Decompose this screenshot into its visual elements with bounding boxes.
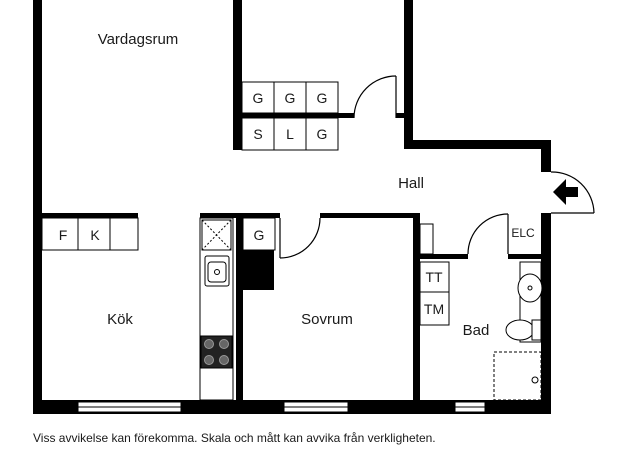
door-sovrum [279,217,321,259]
wall-hall-right [404,0,413,149]
wall-sovrum-bad [413,213,420,402]
closet-label: S [253,126,262,142]
disclaimer-text: Viss avvikelse kan förekomma. Skala och … [33,431,436,445]
closet-label: TM [424,301,444,317]
closet-elc-box [419,223,434,255]
walls [33,0,551,414]
room-label-bad: Bad [463,322,490,339]
toilet-icon [505,319,535,341]
elc-label: ELC [511,226,535,240]
room-label-vardagsrum: Vardagsrum [98,31,179,48]
kitchen-counter [199,217,234,401]
room-label-kok: Kök [107,311,133,328]
closet-labels: G G G S L G F K G TT TM ELC [59,90,535,317]
closet-kitchen-3 [109,217,139,251]
wall-kitchen-sovrum [236,213,243,402]
windows [77,401,486,413]
closet-label: G [253,90,264,106]
closet-label: F [59,227,68,243]
closet-bath-1 [419,261,450,293]
closet-hall-top-3 [305,81,339,114]
closet-hall-bottom-2 [273,117,307,151]
wall-sovrum-top [320,213,417,218]
room-label-sovrum: Sovrum [301,311,353,328]
wall-closet-top [242,113,354,118]
closet-label: G [317,126,328,142]
wall-bad-top-right [508,254,541,259]
closet-label: G [254,227,265,243]
entrance-arrow-icon [553,179,578,205]
bathroom-fixtures [493,261,543,401]
closets [41,81,450,326]
closet-label: L [286,126,294,142]
wall-vardagsrum-right [233,0,242,150]
wall-right-upper [541,140,551,172]
door-hall-top [353,75,397,119]
closet-kitchen-1 [41,217,79,251]
wall-closet-top-right [396,113,406,118]
door-entrance [550,171,595,214]
closet-hall-bottom-3 [305,117,339,151]
closet-bedroom [242,217,276,251]
closet-label: TT [425,269,443,285]
wall-bad-top [420,254,468,259]
room-labels: Vardagsrum Hall Kök Sovrum Bad [98,31,490,339]
door-bad [467,213,509,255]
wall-shaft [243,250,274,290]
room-label-hall: Hall [398,175,424,192]
wall-left-outer [33,0,42,414]
wall-entrance-top [404,140,551,149]
wall-kitchen-top [42,213,138,218]
doors [279,75,595,259]
shower-icon [493,351,542,401]
closet-label: G [317,90,328,106]
closet-bath-2 [419,291,450,326]
closet-label: G [285,90,296,106]
wall-right-outer [541,213,551,414]
closet-label: K [90,227,100,243]
